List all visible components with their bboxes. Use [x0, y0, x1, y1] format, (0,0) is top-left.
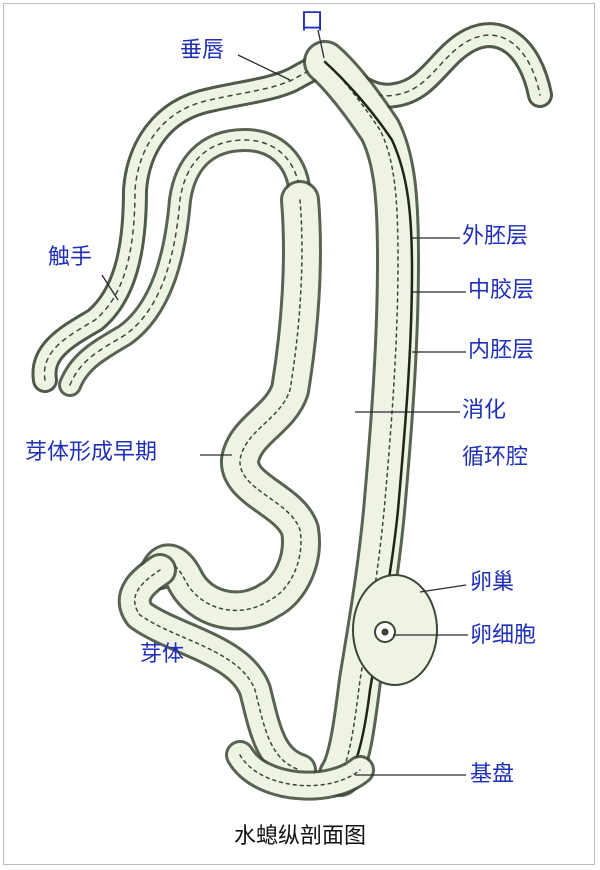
- label-ovary: 卵巢: [470, 570, 515, 595]
- label-hypostome: 垂唇: [180, 38, 225, 63]
- figure-caption: 水螅纵剖面图: [233, 824, 366, 849]
- leader-lines: [101, 29, 468, 776]
- label-mouth: 口: [300, 7, 324, 35]
- label-mesoglea: 中胶层: [468, 278, 535, 303]
- label-tentacle: 触手: [48, 245, 93, 270]
- label-ectoderm: 外胚层: [462, 224, 529, 249]
- image-frame: [3, 3, 595, 865]
- label-basal-disc: 基盘: [470, 762, 515, 787]
- label-early-bud: 芽体形成早期: [25, 440, 158, 465]
- label-egg-cell: 卵细胞: [470, 623, 537, 648]
- label-cavity: 循环腔: [462, 445, 529, 470]
- label-endoderm: 内胚层: [468, 338, 535, 363]
- label-bud: 芽体: [140, 642, 185, 667]
- label-digestive: 消化: [462, 398, 507, 423]
